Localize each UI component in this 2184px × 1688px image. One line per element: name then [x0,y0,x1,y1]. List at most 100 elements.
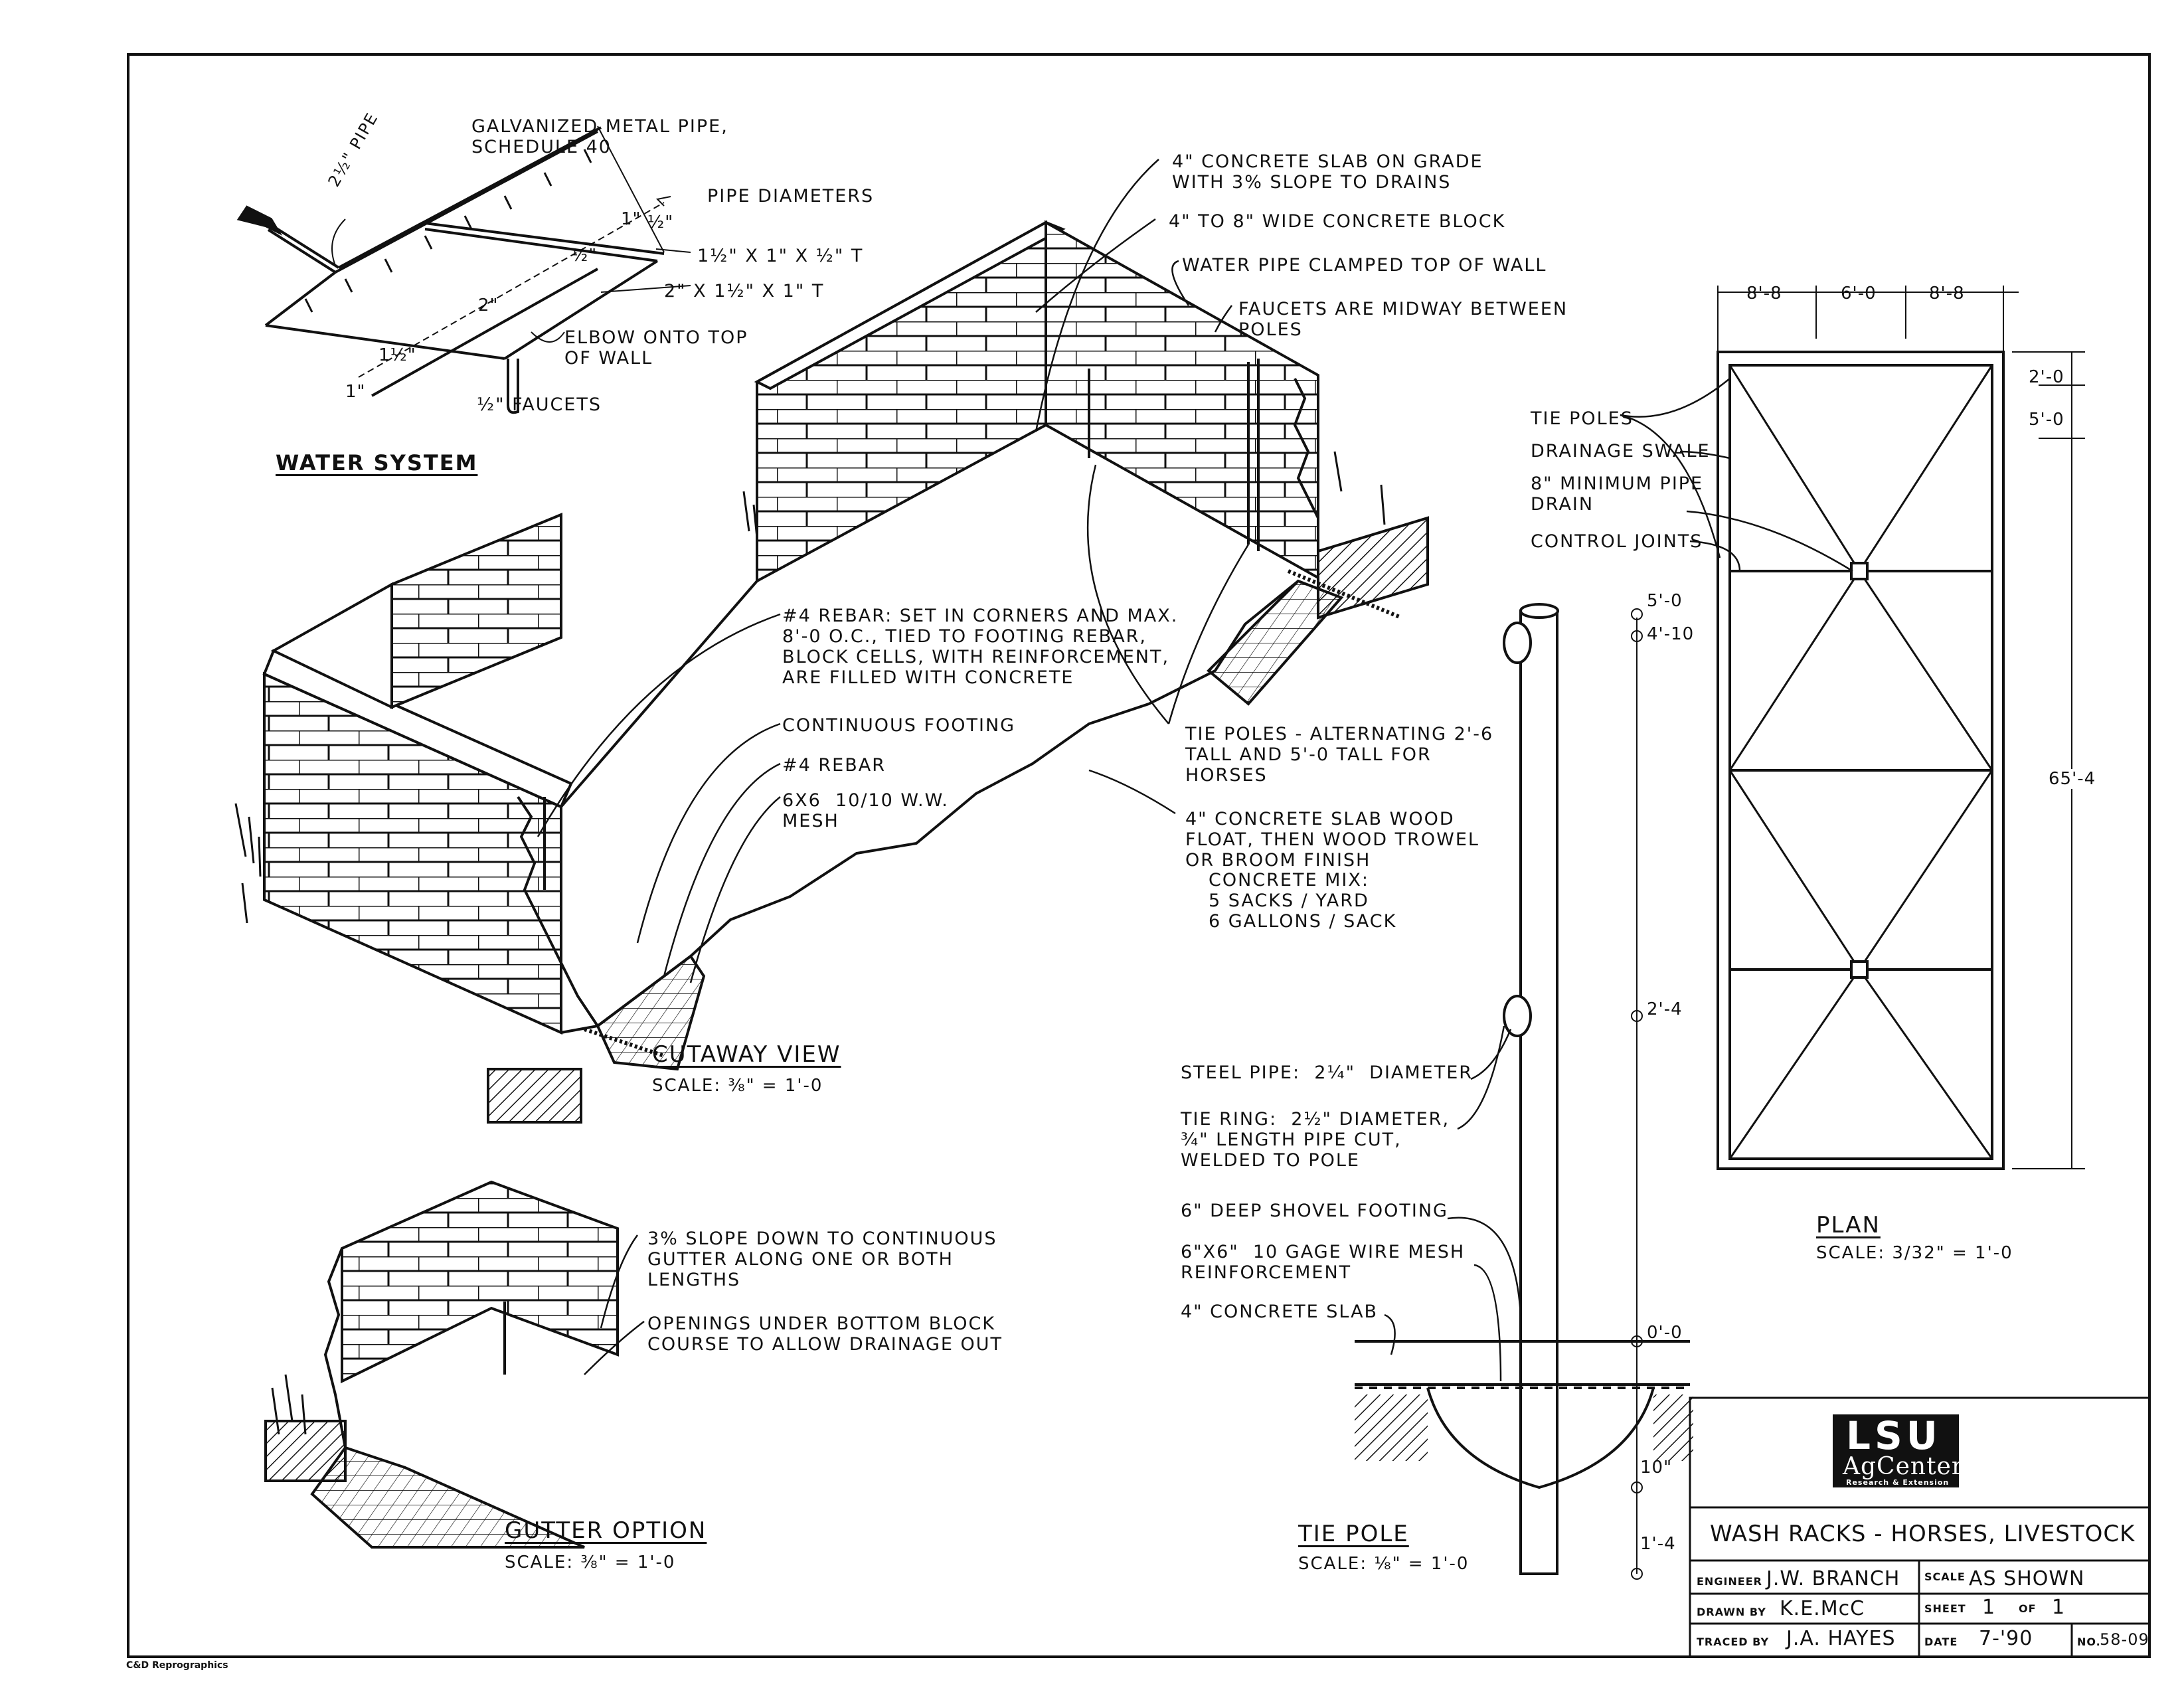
pole-dim-5-0: 5'-0 [1647,591,1683,611]
scale-value: AS SHOWN [1969,1567,2085,1590]
pole-dim-0-0: 0'-0 [1647,1323,1683,1343]
pole-dim-10: 10" [1640,1458,1673,1477]
drawn-by-label: DRAWN BY [1697,1606,1766,1618]
drawing-number-value: 58-09 [2100,1630,2149,1649]
water-pipe-clamp-note: WATER PIPE CLAMPED TOP OF WALL [1182,255,1547,276]
plan-swale-label: DRAINAGE SWALE [1531,441,1711,462]
pole-shaft [1519,610,1558,1575]
tie-pole-drawing [1355,603,1693,1580]
mesh-ground-right [1207,579,1344,706]
faucets-midway-note: FAUCETS ARE MIDWAY BETWEEN POLES [1238,299,1568,340]
gutter-title: GUTTER OPTION [505,1517,707,1544]
date-value: 7-'90 [1979,1627,2033,1650]
footing-profile [517,796,599,1027]
left-wall-end [390,513,562,709]
plan-joints-label: CONTROL JOINTS [1531,531,1703,552]
plan-title: PLAN [1816,1212,1881,1238]
plan-length-dim: 65'-4 [2049,769,2096,789]
footer-credit: C&D Reprographics [126,1660,228,1671]
wire-mesh-note: 6"X6" 10 GAGE WIRE MESH REINFORCEMENT [1181,1242,1466,1283]
cutaway-title: CUTAWAY VIEW [652,1041,841,1068]
plan-outer [1717,351,2005,1170]
gutter-scale: SCALE: ⅜" = 1'-0 [505,1553,676,1572]
water-dim-1: 1" [621,209,641,229]
pole-dim-2-4: 2'-4 [1647,999,1683,1019]
tee-2-label: 2" X 1½" X 1" T [664,281,825,301]
pole-cap [1519,603,1559,619]
pole-ground-hatch-left [1355,1394,1428,1461]
shovel-footing-note: 6" DEEP SHOVEL FOOTING [1181,1201,1448,1221]
project-title: WASH RACKS - HORSES, LIVESTOCK [1710,1521,2136,1547]
tie-ring-top [1503,622,1532,664]
plan-dim-top-3: 8'-8 [1929,284,1965,303]
pole-dim-4-10: 4'-10 [1647,624,1695,644]
plan-inner [1728,364,1993,1160]
plan-drawing [1620,286,2085,1170]
tie-pole-title: TIE POLE [1298,1521,1409,1547]
tie-pole-scale: SCALE: ⅛" = 1'-0 [1298,1554,1470,1574]
slab-cut-line [560,580,1300,1034]
slab-finish-note: 4" CONCRETE SLAB WOOD FLOAT, THEN WOOD T… [1185,809,1479,871]
plan-pipe-drain-label: 8" MINIMUM PIPE DRAIN [1531,473,1704,515]
of-label: OF [2019,1602,2037,1615]
scale-label: SCALE [1924,1570,1966,1583]
steel-pipe-note: STEEL PIPE: 2¼" DIAMETER [1181,1062,1473,1083]
title-block-frame [1689,1396,2151,1658]
water-system-title: WATER SYSTEM [276,450,478,475]
shovel-footing [1426,1387,1655,1489]
tie-poles-note: TIE POLES - ALTERNATING 2'-6 TALL AND 5'… [1185,724,1494,786]
traced-by-label: TRACED BY [1697,1636,1770,1648]
pole-dim-1-4: 1'-4 [1640,1534,1676,1554]
plan-dim-right-1: 2'-0 [2029,367,2064,387]
pipe-diameters-label: PIPE DIAMETERS [707,186,875,207]
of-value: 1 [2052,1596,2066,1619]
plan-scale: SCALE: 3/32" = 1'-0 [1816,1243,2013,1263]
sheet-value: 1 [1982,1596,1996,1619]
drain-1 [1850,562,1869,580]
tee-1-label: 1½" X 1" X ½" T [697,246,864,266]
back-wall-face [756,220,1047,584]
elbow-label: ELBOW ONTO TOP OF WALL [564,327,748,369]
gutter-hatch [264,1420,347,1482]
gutter-slope-note: 3% SLOPE DOWN TO CONTINUOUS GUTTER ALONG… [647,1228,997,1290]
mesh-ground [596,954,706,1071]
concrete-mix-note: CONCRETE MIX: 5 SACKS / YARD 6 GALLONS /… [1209,870,1397,932]
water-system-drawing [236,126,691,414]
cutaway-leaders [537,159,1250,983]
tie-ring-mid [1503,995,1532,1037]
pole-ground-hatch-right [1653,1394,1693,1461]
drawn-by-value: K.E.McC [1780,1597,1865,1620]
tie-ring-note: TIE RING: 2½" DIAMETER, ¾" LENGTH PIPE C… [1181,1109,1450,1171]
galvanized-pipe-note: GALVANIZED METAL PIPE, SCHEDULE 40 [471,116,728,157]
traced-by-value: J.A. HAYES [1786,1627,1896,1650]
ground-hatch-left [487,1068,582,1124]
continuous-footing-label: CONTINUOUS FOOTING [782,715,1016,736]
sheet-border [127,53,2151,1658]
rebar-corner-note: #4 REBAR: SET IN CORNERS AND MAX. 8'-0 O… [782,606,1179,688]
flow-arrow [236,205,283,236]
gutter-drawing [264,1180,645,1549]
cutaway-scale: SCALE: ⅜" = 1'-0 [652,1076,823,1096]
logo-agcenter: AgCenter [1843,1453,1964,1480]
water-dim-2: ½" [647,212,674,232]
gutter-openings-note: OPENINGS UNDER BOTTOM BLOCK COURSE TO AL… [647,1313,1003,1355]
plan-tie-poles-label: TIE POLES [1531,408,1634,429]
gutter-ground [310,1446,585,1549]
date-label: DATE [1924,1636,1958,1648]
drawing-number-label: NO. [2077,1636,2101,1648]
drain-2 [1850,960,1869,979]
water-dim-3: ½" [571,246,598,266]
tie-pole-slab-note: 4" CONCRETE SLAB [1181,1302,1379,1322]
slab-edge [560,578,758,808]
right-wall-face [1045,220,1319,580]
water-dim-4: 2" [478,295,499,315]
lsu-logo-box [1833,1414,1959,1487]
water-dim-5: 1½" [378,345,416,365]
logo-lsu: LSU [1846,1413,1942,1458]
plan-dim-top-1: 8'-8 [1746,284,1782,303]
rebar-4-label: #4 REBAR [782,755,886,776]
mesh-label: 6X6 10/10 W.W. MESH [782,790,949,831]
engineer-label: ENGINEER [1697,1575,1762,1588]
cutaway-drawing [234,220,1429,1124]
engineer-value: J.W. BRANCH [1766,1567,1900,1590]
